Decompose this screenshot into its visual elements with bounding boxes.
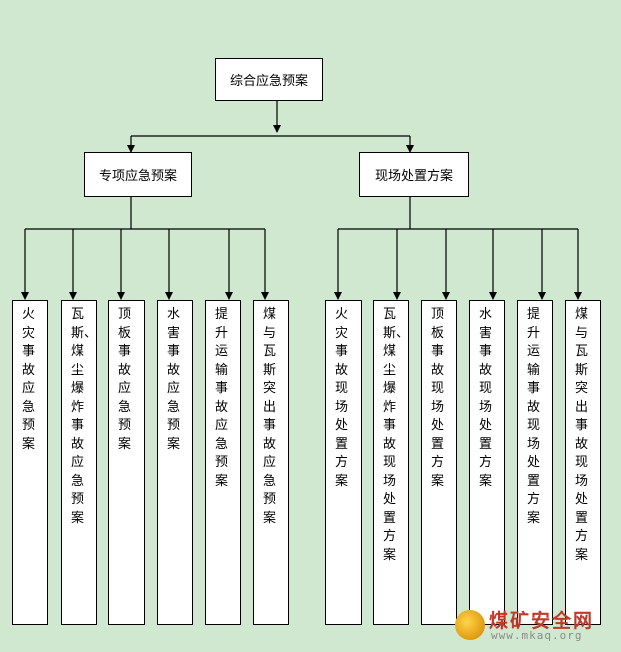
leaf-label-l1: 火灾事故应急预案 <box>22 307 36 452</box>
leaf-node-r1: 火灾事故现场处置方案 <box>325 300 362 625</box>
leaf-label-r3: 顶板事故现场处置方案 <box>431 307 445 489</box>
branch-1-node: 专项应急预案 <box>84 152 192 197</box>
root-label: 综合应急预案 <box>229 74 308 89</box>
branch-2-label: 现场处置方案 <box>374 169 453 184</box>
leaf-label-r6: 煤与瓦斯突出事故现场处置方案 <box>575 307 589 563</box>
leaf-node-l1: 火灾事故应急预案 <box>12 300 48 625</box>
leaf-node-l4: 水害事故应急预案 <box>157 300 193 625</box>
leaf-node-l3: 顶板事故应急预案 <box>108 300 145 625</box>
watermark-url: www.mkaq.org <box>491 629 583 642</box>
leaf-node-r6: 煤与瓦斯突出事故现场处置方案 <box>565 300 601 625</box>
leaf-label-r4: 水害事故现场处置方案 <box>479 307 493 489</box>
leaf-label-l4: 水害事故应急预案 <box>167 307 181 452</box>
watermark-title: 煤矿安全网 <box>489 610 595 632</box>
leaf-node-l2: 瓦斯、煤尘爆炸事故应急预案 <box>61 300 97 625</box>
leaf-label-l2: 瓦斯、煤尘爆炸事故应急预案 <box>71 307 98 526</box>
branch-2-node: 现场处置方案 <box>359 152 469 197</box>
leaf-node-r5: 提升运输事故现场处置方案 <box>517 300 553 625</box>
leaf-node-r3: 顶板事故现场处置方案 <box>421 300 457 625</box>
leaf-label-r1: 火灾事故现场处置方案 <box>335 307 349 489</box>
leaf-label-r2: 瓦斯、煤尘爆炸事故现场处置方案 <box>383 307 410 563</box>
root-node: 综合应急预案 <box>215 58 323 101</box>
leaf-node-r4: 水害事故现场处置方案 <box>469 300 505 625</box>
leaf-label-r5: 提升运输事故现场处置方案 <box>527 307 541 526</box>
leaf-node-l5: 提升运输事故应急预案 <box>205 300 241 625</box>
leaf-label-l6: 煤与瓦斯突出事故应急预案 <box>263 307 277 526</box>
leaf-node-l6: 煤与瓦斯突出事故应急预案 <box>253 300 289 625</box>
watermark-logo: 煤矿安全网 www.mkaq.org <box>455 604 613 644</box>
branch-1-label: 专项应急预案 <box>98 169 177 184</box>
sun-logo-icon <box>455 610 485 640</box>
leaf-label-l5: 提升运输事故应急预案 <box>215 307 229 489</box>
leaf-label-l3: 顶板事故应急预案 <box>118 307 132 452</box>
leaf-node-r2: 瓦斯、煤尘爆炸事故现场处置方案 <box>373 300 409 625</box>
